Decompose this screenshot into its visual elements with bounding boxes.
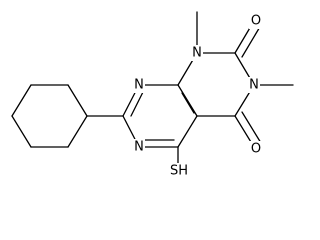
atom-label-o-bottom: O [251, 142, 261, 157]
o-bottom-mask [249, 141, 263, 157]
atom-label-n-methyl-top: N [192, 46, 202, 61]
atom-labels: N N N N O O SH [134, 14, 261, 179]
cyclohexyl-ring [11, 84, 88, 148]
bond-c2-n3-top-inner [130, 89, 145, 117]
bond-cy-4-5 [11, 115, 32, 148]
n-methyl-top-mask [191, 45, 203, 61]
atom-label-n-top: N [134, 78, 144, 93]
bond-cy-6-1 [67, 115, 88, 148]
atom-label-n-methyl-right: N [249, 78, 259, 93]
molecule-structure-diagram: N N N N O O SH [11, 11, 294, 179]
n-left-mask [133, 139, 145, 155]
bond-c7-o-top-double [241, 24, 262, 58]
atom-label-n-left: N [134, 140, 144, 155]
sh-mask [167, 163, 191, 179]
pyrimidine-ring-left [86, 84, 198, 148]
n-methyl-right-mask [248, 77, 260, 93]
o-top-mask [249, 13, 263, 29]
substituents [177, 11, 294, 172]
bond-c5-c6 [177, 115, 198, 148]
atom-label-backgrounds [133, 13, 263, 179]
bond-cy-1-2 [67, 84, 88, 117]
n-top-mask [133, 77, 145, 93]
atom-label-o-top: O [251, 14, 261, 29]
bond-c4-c5-inner [181, 92, 195, 114]
bond-cy-3-4 [11, 84, 32, 117]
atom-label-sh: SH [170, 164, 188, 179]
bond-c4-c5 [177, 84, 198, 117]
bond-c5carbonyl-o-bottom-double [241, 111, 262, 144]
